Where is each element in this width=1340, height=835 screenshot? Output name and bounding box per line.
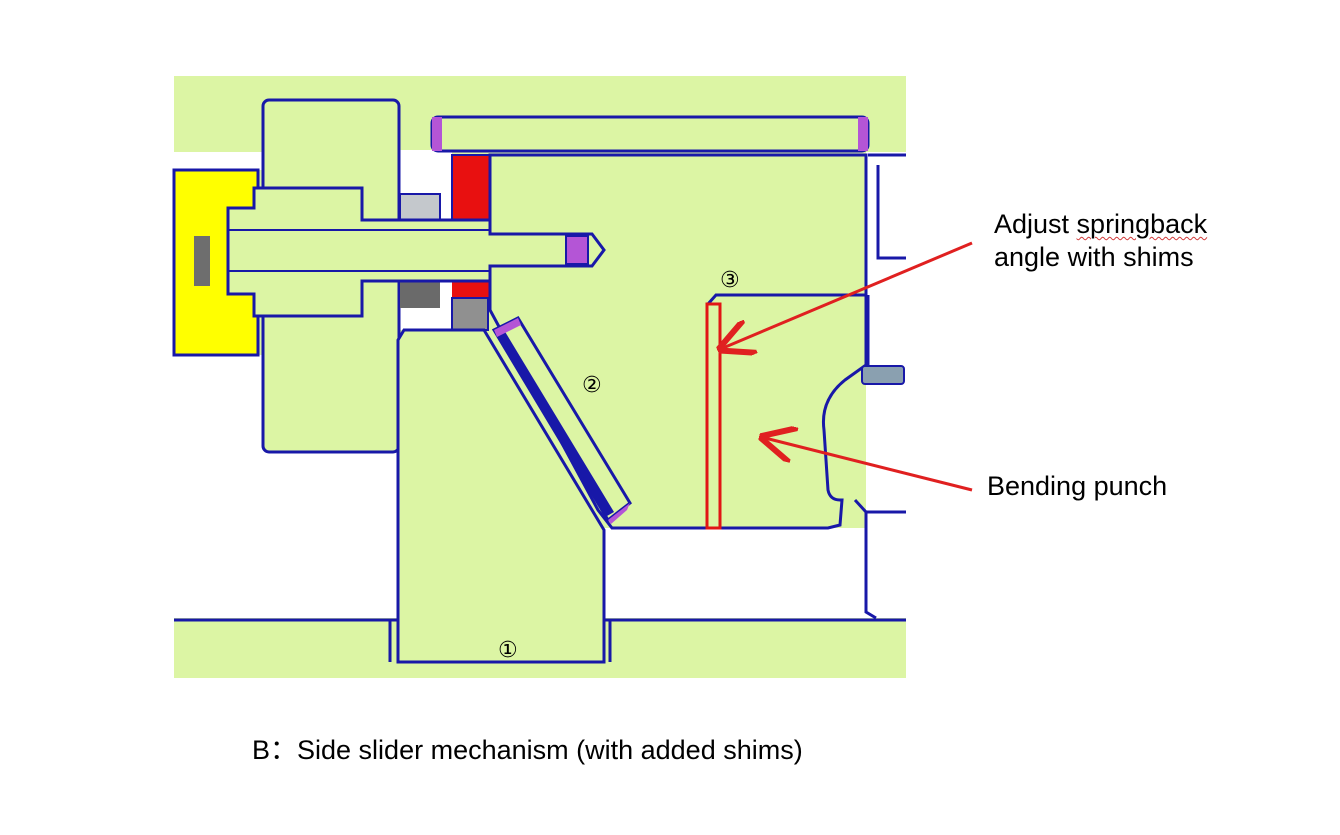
right-small-plug [861,365,905,385]
shims-annotation-line2: angle with shims [994,242,1194,272]
right-wall [853,153,906,620]
yellow-holder-slot [194,236,210,286]
clearance-areas [174,150,906,618]
shims-annotation-word-adjust: Adjust [994,209,1077,239]
top-plate-cap-right [858,117,868,151]
top-retainer-plate [430,115,870,153]
punch-annotation: Bending punch [987,471,1168,501]
top-plate-cap-left [432,117,442,151]
figure-caption: B：Side slider mechanism (with added shim… [252,735,803,765]
shim-pocket-line [706,293,866,305]
red-spacer-lower [452,282,490,298]
driver-block-1 [396,328,606,664]
gray-block-right [451,297,489,331]
punch-callout-arrow [765,438,973,492]
adjustment-shim-3 [705,302,722,530]
guide-bolt [226,186,606,318]
shims-annotation: Adjust springback angle with shims [994,208,1207,274]
shims-annotation-word-springback: springback [1076,209,1208,239]
bolt-tip-cap [565,235,589,265]
gray-block-lower [400,282,440,308]
shim-callout-arrow [723,241,973,348]
inclined-wear-plate-2 [491,316,632,524]
red-spacer-upper [451,154,491,228]
bolt-shank-lines [228,229,490,272]
part-number-3: ③ [720,268,740,293]
part-number-2: ② [582,373,602,398]
lower-base-plate [174,618,906,662]
part-number-1: ① [498,638,518,663]
